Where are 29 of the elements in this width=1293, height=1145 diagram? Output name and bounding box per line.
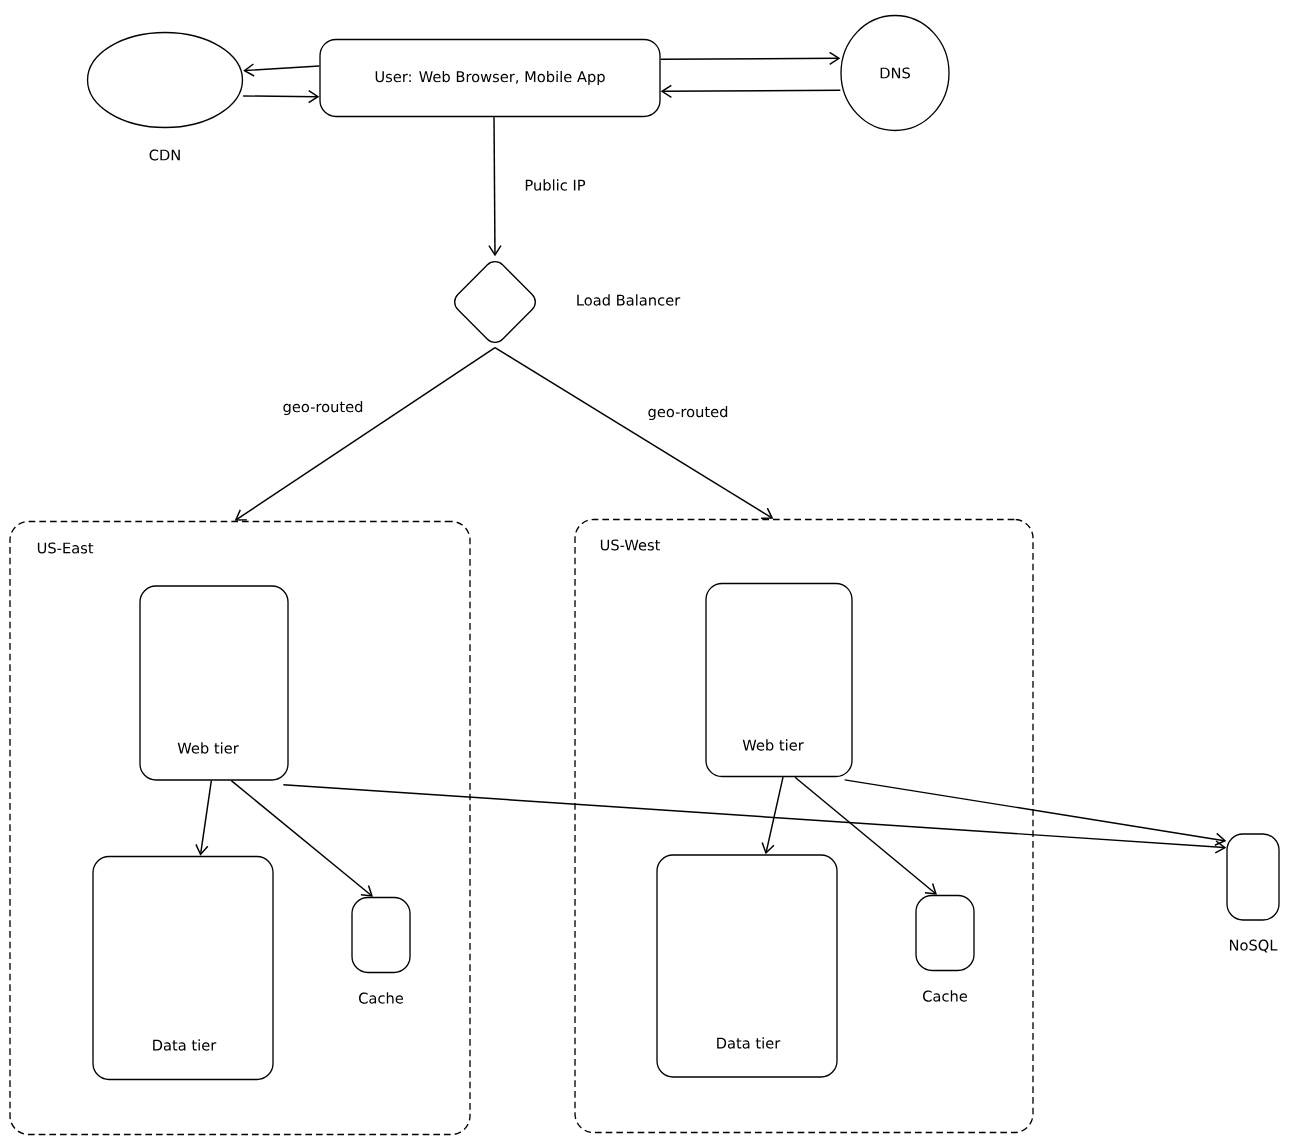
node-label: CDN [149,149,180,161]
database-box: Data tier [656,854,838,1078]
arrow [794,776,937,895]
server-box: Web tier [705,582,853,778]
node-label: NoSQL [1229,939,1278,953]
node-label: Load Balancer [577,294,681,306]
arrow [242,89,320,104]
arrow [494,346,774,520]
client-box: User: Web Browser, Mobile App [319,38,661,118]
arrow [282,783,1227,854]
arrow [234,346,496,521]
database-box: Data tier [92,855,274,1081]
node-label: Cache [923,990,968,1002]
node-label: Cache [359,992,404,1004]
arrow [761,776,784,855]
edge-label: Public IP [521,176,589,194]
arrow [660,84,842,98]
arrow [195,779,213,856]
cache-box: Cache [351,896,411,1004]
arrow [843,779,1227,846]
cache-box: Cache [915,894,975,1002]
arrow [230,779,373,897]
edge-label: geo-routed [644,403,732,423]
server-box: Web tier [139,585,289,781]
arrow [243,63,321,77]
edge-label: geo-routed [279,398,367,418]
arrow [659,51,841,66]
storage-box: NoSQL [1226,833,1280,953]
arrow [488,116,502,257]
